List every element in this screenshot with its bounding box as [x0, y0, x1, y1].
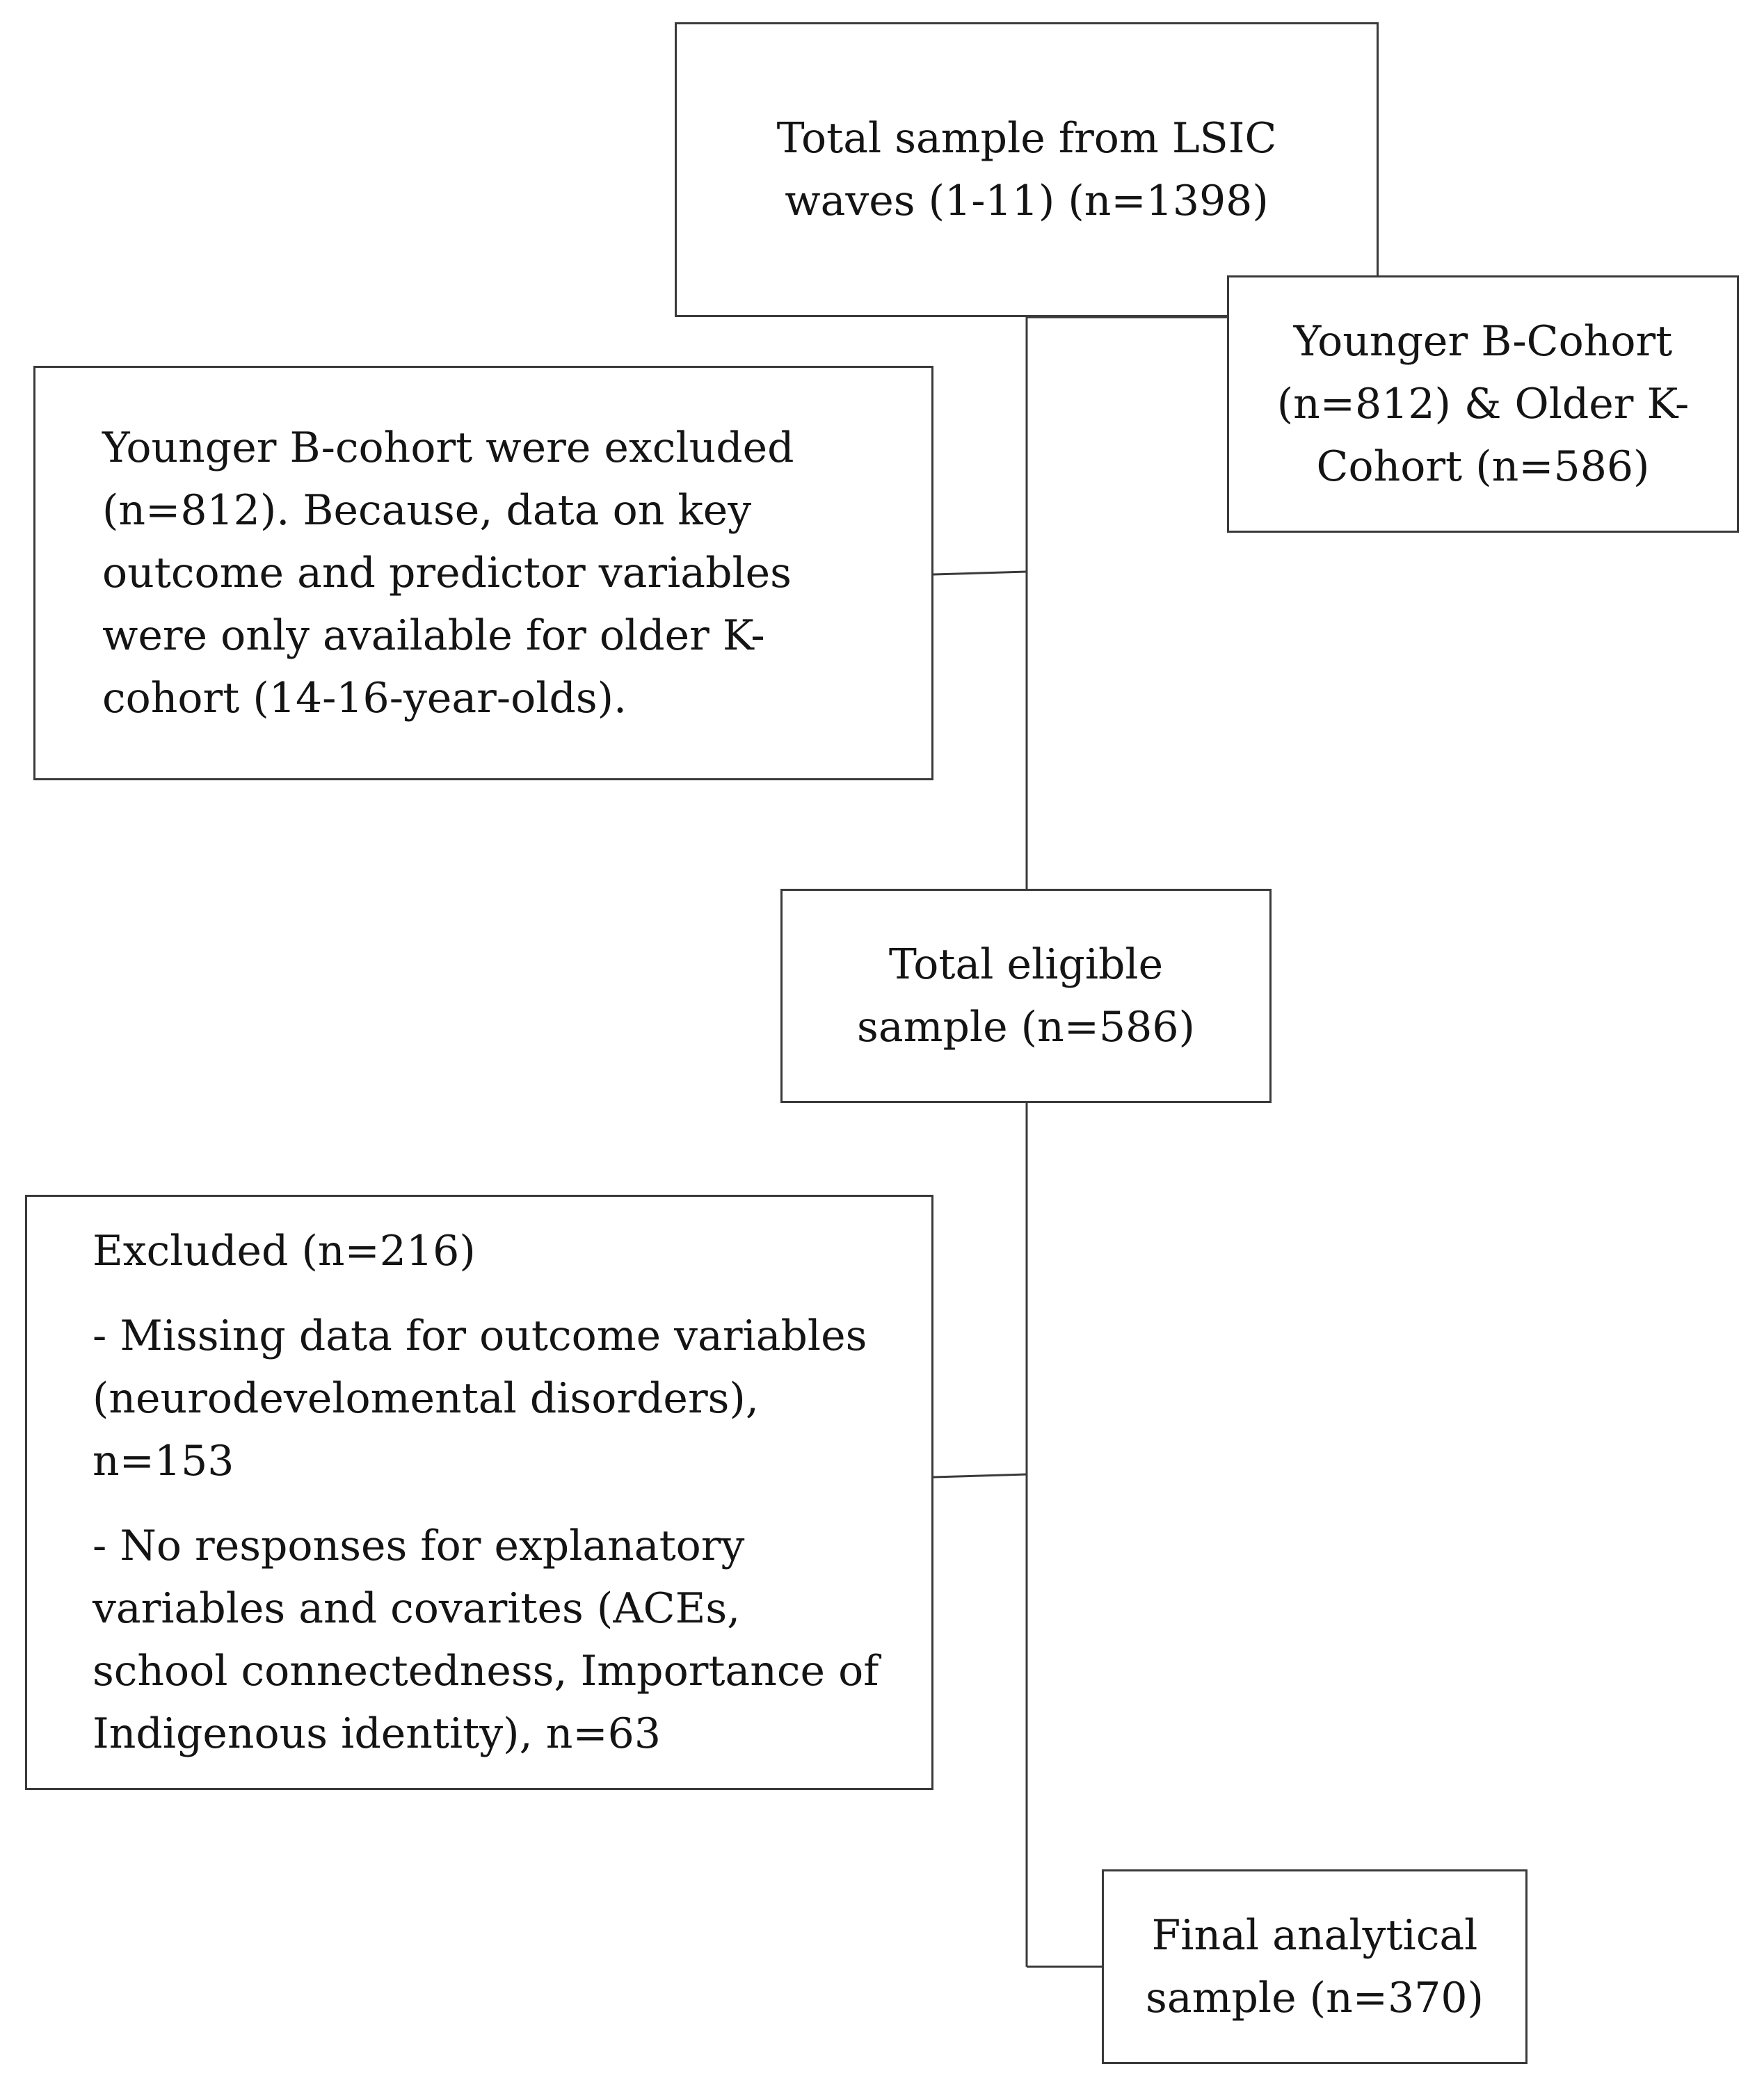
connector-to-excluded-b: [933, 570, 1027, 576]
connector-to-excluded: [933, 1473, 1027, 1479]
excluded-box: Excluded (n=216) - Missing data for outc…: [25, 1195, 933, 1790]
eligible-line-1: Total eligible: [888, 940, 1164, 989]
final-sample-box: Final analytical sample (n=370): [1102, 1869, 1528, 2064]
excluded-reason1-line-1: - Missing data for outcome variables: [93, 1312, 867, 1360]
total-sample-box: Total sample from LSIC waves (1-11) (n=1…: [675, 22, 1379, 317]
total-sample-line-2: waves (1-11) (n=1398): [785, 177, 1269, 225]
excluded-reason2-line-4: Indigenous identity), n=63: [93, 1709, 662, 1758]
eligible-line-2: sample (n=586): [857, 1003, 1195, 1052]
excluded-reason1-line-3: n=153: [93, 1437, 234, 1485]
cohorts-box: Younger B-Cohort (n=812) & Older K- Coho…: [1227, 275, 1739, 533]
eligible-sample-box: Total eligible sample (n=586): [780, 889, 1272, 1103]
excluded-reason2-line-3: school connectedness, Importance of: [93, 1647, 879, 1696]
excluded-b-line-4: were only available for older K-: [102, 611, 765, 660]
final-line-2: sample (n=370): [1146, 1974, 1484, 2022]
excluded-b-line-2: (n=812). Because, data on key: [102, 486, 752, 535]
excluded-b-line-3: outcome and predictor variables: [102, 549, 792, 597]
excluded-reason2-line-2: variables and covarites (ACEs,: [93, 1584, 741, 1633]
final-line-1: Final analytical: [1151, 1911, 1478, 1960]
excluded-b-line-1: Younger B-cohort were excluded: [102, 424, 794, 472]
paragraph-gap: [93, 1492, 904, 1515]
excluded-b-cohort-box: Younger B-cohort were excluded (n=812). …: [33, 366, 933, 780]
cohorts-line-2: (n=812) & Older K-: [1276, 380, 1690, 428]
total-sample-line-1: Total sample from LSIC: [776, 114, 1277, 163]
cohorts-line-3: Cohort (n=586): [1316, 442, 1650, 491]
excluded-heading: Excluded (n=216): [93, 1227, 476, 1275]
excluded-reason2-line-1: - No responses for explanatory: [93, 1522, 745, 1570]
excluded-b-line-5: cohort (14-16-year-olds).: [102, 674, 627, 723]
cohorts-line-1: Younger B-Cohort: [1293, 317, 1673, 366]
excluded-reason1-line-2: (neurodevelomental disorders),: [93, 1374, 759, 1423]
paragraph-gap: [93, 1282, 904, 1305]
